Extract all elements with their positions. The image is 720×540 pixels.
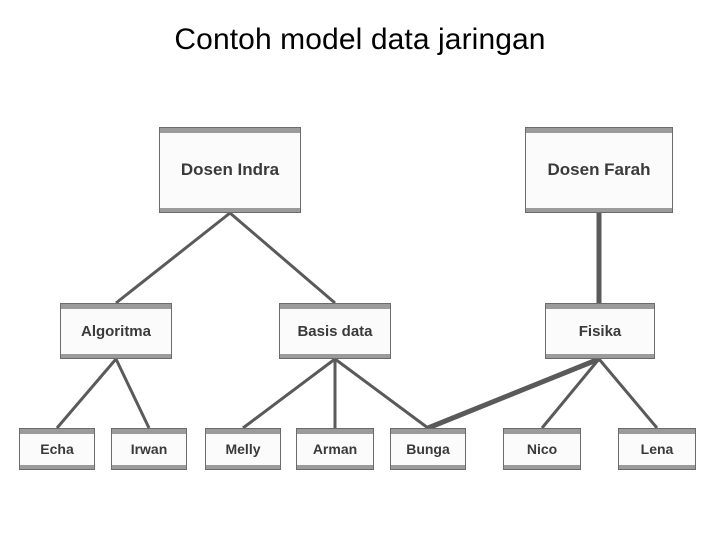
node-echa[interactable]: Echa (19, 428, 95, 470)
node-label-arman: Arman (312, 441, 358, 457)
node-label-fisika: Fisika (578, 322, 622, 340)
edge-dosen-indra-to-basis-data (229, 211, 336, 305)
edge-fisika-to-nico (540, 358, 601, 429)
node-algoritma[interactable]: Algoritma (60, 303, 172, 359)
edge-algoritma-to-echa (55, 358, 118, 429)
node-nico[interactable]: Nico (503, 428, 581, 470)
edge-algoritma-to-irwan (114, 358, 151, 429)
edge-dosen-indra-to-algoritma (115, 211, 231, 305)
node-label-melly: Melly (225, 441, 261, 457)
node-dosen-indra[interactable]: Dosen Indra (159, 127, 301, 213)
node-lena[interactable]: Lena (618, 428, 696, 470)
node-label-dosen-indra: Dosen Indra (180, 160, 280, 179)
edge-fisika-to-bunga (427, 356, 600, 431)
edge-fisika-to-lena (597, 358, 659, 429)
node-melly[interactable]: Melly (205, 428, 281, 470)
node-label-bunga: Bunga (406, 441, 450, 457)
node-label-basis-data: Basis data (297, 322, 373, 340)
node-label-dosen-farah: Dosen Farah (547, 160, 651, 179)
edge-basis-data-to-melly (242, 357, 336, 430)
node-fisika[interactable]: Fisika (545, 303, 655, 359)
node-label-algoritma: Algoritma (80, 322, 151, 340)
node-basis-data[interactable]: Basis data (279, 303, 391, 359)
node-label-nico: Nico (526, 441, 558, 457)
node-dosen-farah[interactable]: Dosen Farah (525, 127, 673, 213)
node-irwan[interactable]: Irwan (111, 428, 187, 470)
node-bunga[interactable]: Bunga (390, 428, 466, 470)
node-label-echa: Echa (40, 441, 74, 457)
edge-basis-data-to-bunga (334, 357, 429, 430)
node-label-lena: Lena (640, 441, 674, 457)
node-arman[interactable]: Arman (296, 428, 374, 470)
page-title: Contoh model data jaringan (174, 23, 546, 56)
node-label-irwan: Irwan (130, 441, 168, 457)
